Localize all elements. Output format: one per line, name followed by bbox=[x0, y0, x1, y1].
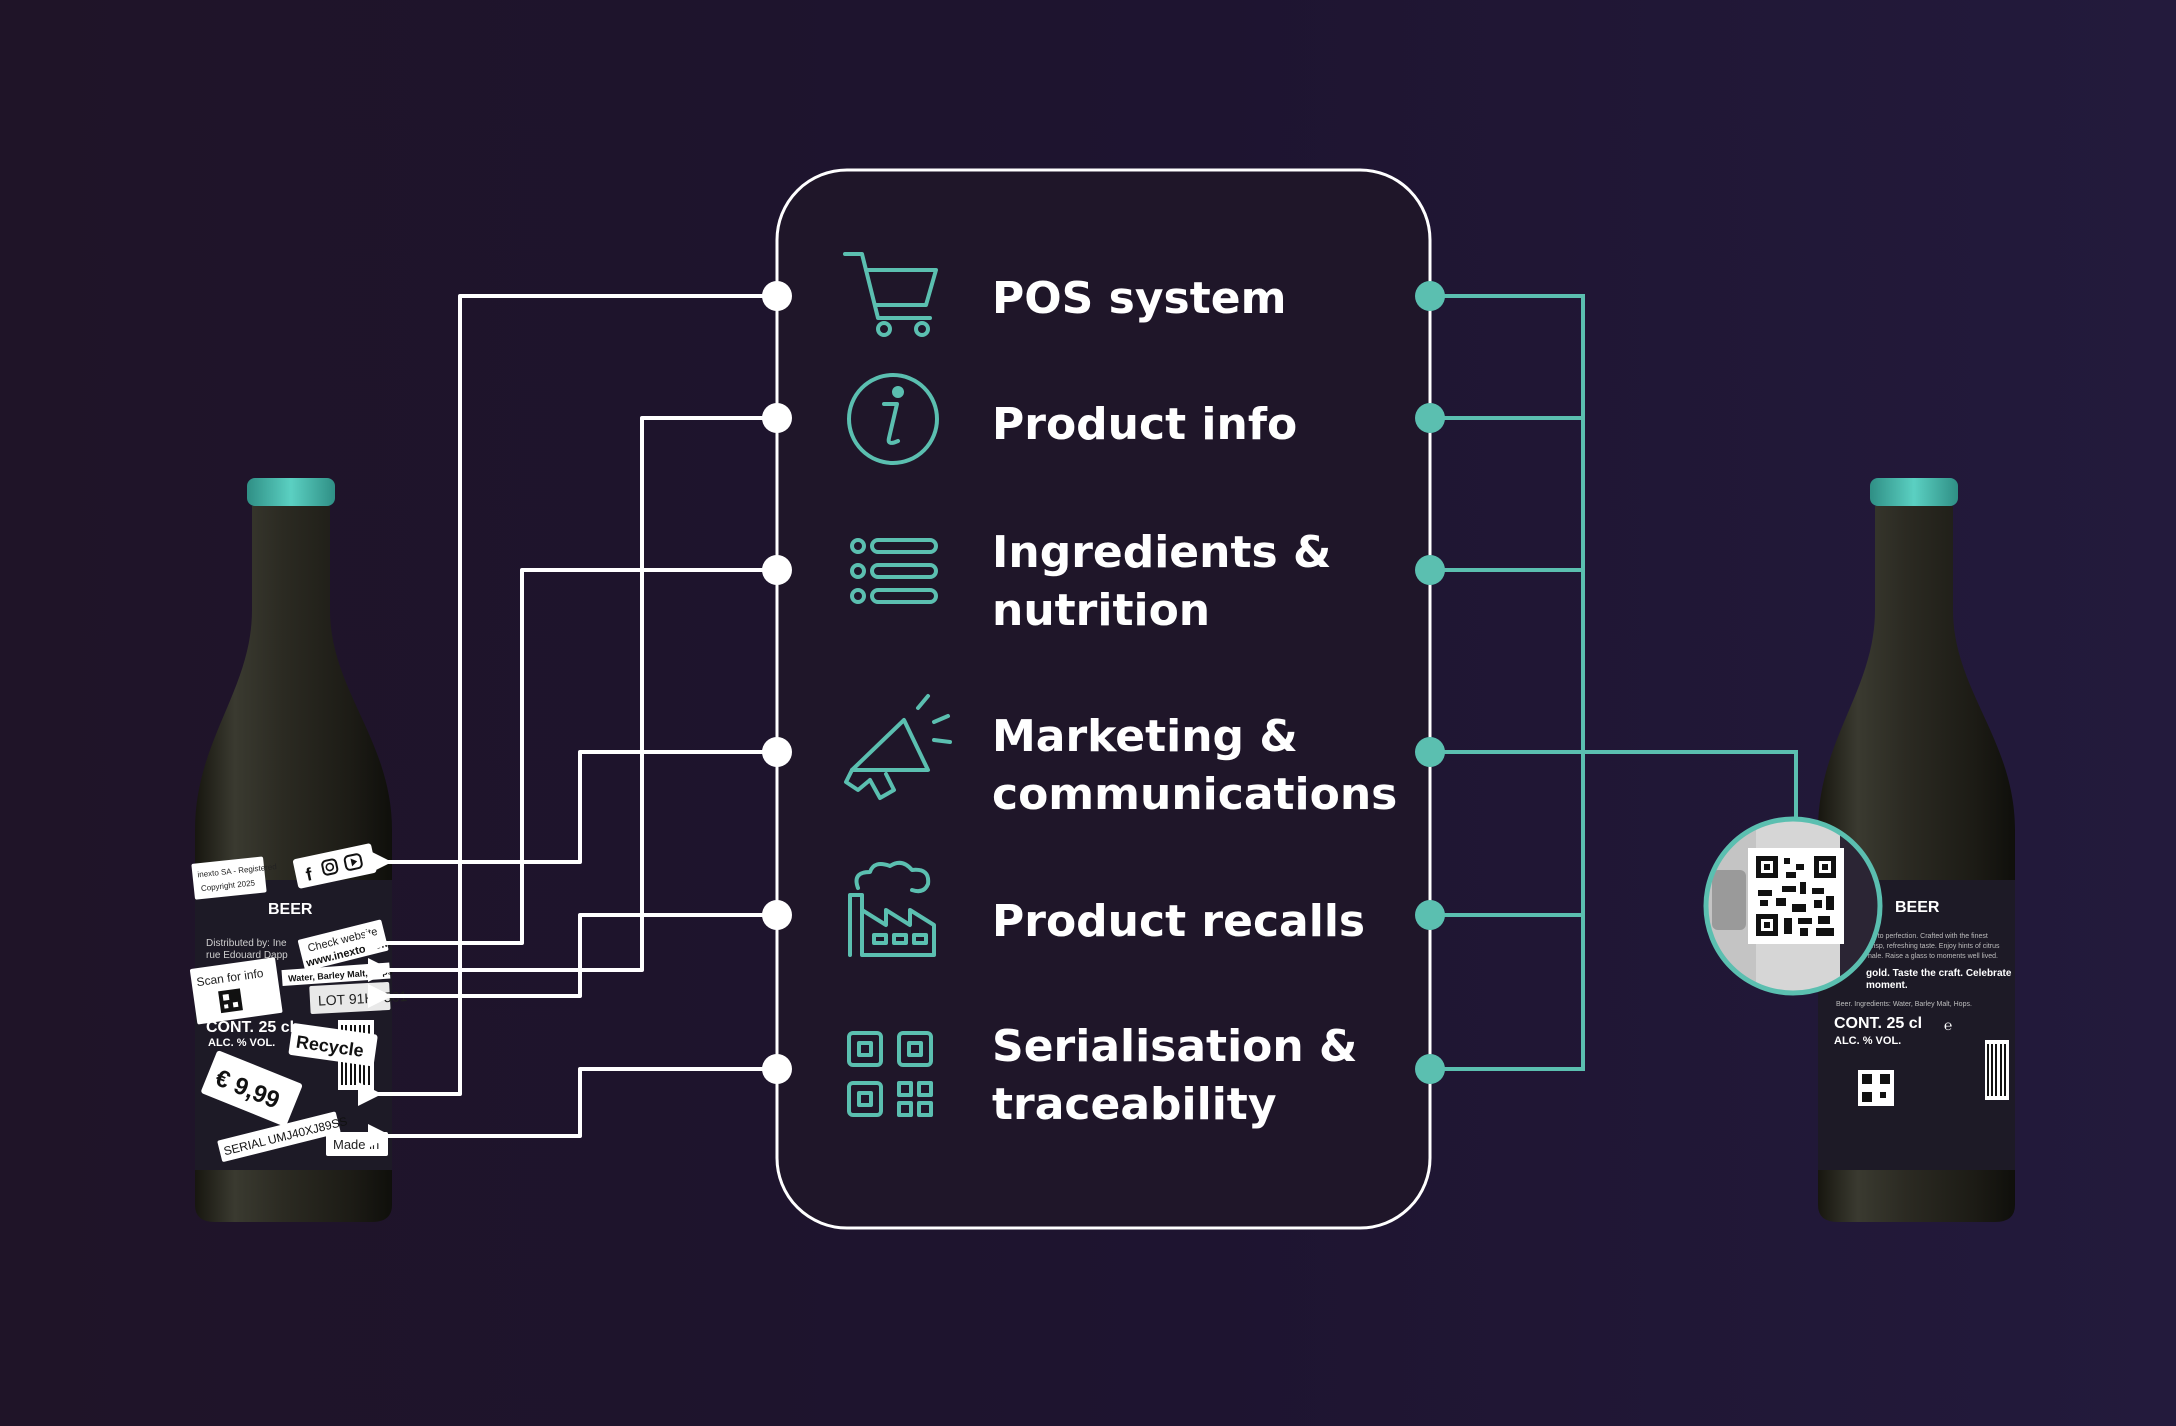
right-ingredients: Beer. Ingredients: Water, Barley Malt, H… bbox=[1836, 1001, 1972, 1008]
info-icon bbox=[847, 373, 939, 465]
left-distributed-1: Distributed by: Ine bbox=[206, 938, 287, 949]
dot-right-serialisation bbox=[1415, 1054, 1445, 1084]
label-ingredients-nutrition: Ingredients & nutrition bbox=[992, 527, 1332, 636]
connector-serialisation bbox=[368, 1067, 777, 1148]
right-label-title: BEER bbox=[1895, 899, 1940, 916]
dot-left-serialisation bbox=[762, 1054, 792, 1084]
connector-marketing bbox=[368, 750, 777, 874]
euro-mark: ℮ bbox=[1944, 1017, 1952, 1033]
right-small-qr-icon bbox=[1858, 1070, 1894, 1106]
panel-right-dots bbox=[1415, 281, 1445, 1084]
qr-code-large bbox=[1756, 856, 1836, 936]
left-connectors bbox=[358, 294, 777, 1148]
right-slogan-1: gold. Taste the craft. Celebrate bbox=[1866, 968, 2012, 979]
dot-left-recalls bbox=[762, 900, 792, 930]
megaphone-icon bbox=[844, 694, 952, 800]
svg-text:f: f bbox=[304, 864, 315, 885]
dot-left-marketing bbox=[762, 737, 792, 767]
info-panel bbox=[775, 168, 1432, 1230]
left-content: CONT. 25 cl bbox=[206, 1019, 294, 1036]
dot-left-product-info bbox=[762, 403, 792, 433]
label-product-info: Product info bbox=[992, 399, 1298, 450]
right-desc-3: nale. Raise a glass to moments well live… bbox=[1868, 953, 1998, 960]
panel-left-dots bbox=[762, 281, 792, 1084]
dot-left-pos bbox=[762, 281, 792, 311]
dot-right-marketing bbox=[1415, 737, 1445, 767]
left-label-title: BEER bbox=[268, 901, 313, 918]
left-alcohol: ALC. % VOL. bbox=[208, 1037, 275, 1049]
label-marketing-communications: Marketing & communications bbox=[992, 711, 1398, 820]
list-icon bbox=[850, 538, 938, 604]
dot-right-pos bbox=[1415, 281, 1445, 311]
left-distributed-2: rue Edouard Dapp bbox=[206, 950, 288, 961]
connector-ingredients bbox=[365, 568, 777, 955]
factory-icon bbox=[848, 860, 936, 957]
dot-right-product-info bbox=[1415, 403, 1445, 433]
connector-to-qr bbox=[1430, 750, 1798, 828]
social-icons-sticker: f bbox=[292, 843, 377, 889]
connector-recalls bbox=[368, 913, 777, 1008]
left-lot: LOT 91HP561 bbox=[318, 988, 408, 1009]
right-desc-1: ed to perfection. Crafted with the fines… bbox=[1868, 933, 1988, 940]
left-small-qr-icon bbox=[218, 988, 243, 1014]
right-slogan-2: moment. bbox=[1866, 980, 1908, 991]
connector-product-info bbox=[368, 416, 777, 982]
bottle-cap-left bbox=[247, 478, 335, 506]
connector-bus bbox=[1430, 294, 1585, 1071]
shopping-cart-icon bbox=[843, 252, 938, 337]
dot-right-recalls bbox=[1415, 900, 1445, 930]
right-connectors bbox=[1430, 294, 1798, 1071]
price-sticker: € 9,99 bbox=[201, 1050, 303, 1127]
right-bottle: BEER ed to perfection. Crafted with the … bbox=[1703, 478, 2015, 1222]
label-serialisation-traceability: Serialisation & traceability bbox=[992, 1021, 1358, 1130]
left-bottle: BEER Distributed by: Ine rue Edouard Dap… bbox=[189, 478, 408, 1222]
dot-left-ingredients bbox=[762, 555, 792, 585]
label-pos-system: POS system bbox=[992, 273, 1287, 324]
right-barcode bbox=[1985, 1040, 2009, 1100]
label-product-recalls: Product recalls bbox=[992, 896, 1366, 947]
dot-right-ingredients bbox=[1415, 555, 1445, 585]
right-content: CONT. 25 cl bbox=[1834, 1015, 1922, 1032]
right-alcohol: ALC. % VOL. bbox=[1834, 1035, 1901, 1047]
left-made-in: Made in bbox=[333, 1137, 379, 1152]
bottle-cap-right bbox=[1870, 478, 1958, 506]
qr-code-icon bbox=[847, 1031, 933, 1117]
connector-pos bbox=[358, 294, 777, 1106]
right-desc-2: crisp, refreshing taste. Enjoy hints of … bbox=[1868, 943, 2000, 950]
